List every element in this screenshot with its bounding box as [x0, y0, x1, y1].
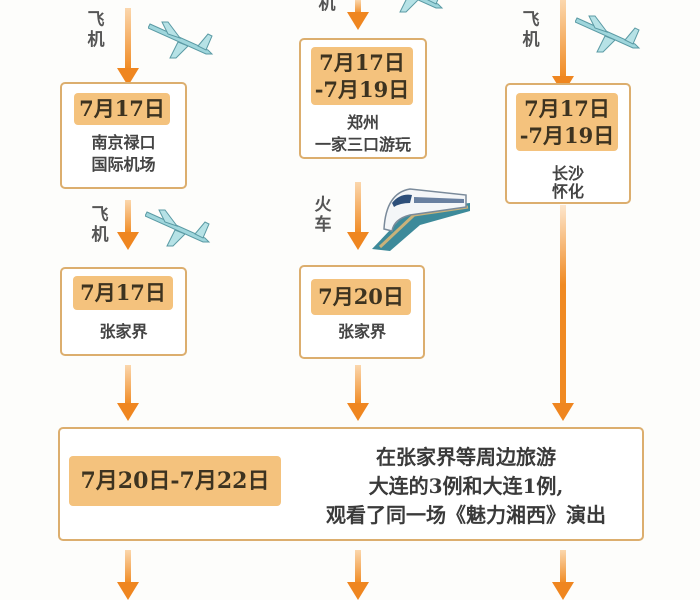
arrow-down-icon	[347, 582, 369, 600]
date-badge: 7月17日 -7月19日	[311, 47, 413, 105]
arrow-down-icon	[347, 403, 369, 421]
arrow-shaft	[355, 182, 361, 234]
stop-changsha-huaihua: 7月17日 -7月19日 长沙 怀化	[505, 83, 631, 204]
transport-label-plane: 飞机	[87, 10, 105, 50]
stop-nanjing-airport: 7月17日 南京禄口 国际机场	[60, 82, 187, 189]
location-line: 国际机场	[91, 155, 156, 174]
arrow-shaft	[125, 8, 131, 70]
transport-label-plane: 机	[318, 0, 336, 14]
arrow-down-icon	[347, 12, 369, 30]
location-line: 郑州	[346, 113, 379, 132]
airplane-icon	[575, 15, 640, 53]
date-badge: 7月17日	[73, 276, 173, 310]
date-start: 7月17日	[524, 96, 610, 121]
arrow-shaft	[355, 365, 361, 405]
location-line: 长沙	[551, 164, 584, 183]
location-line: 怀化	[551, 182, 584, 201]
summary-text: 在张家界等周边旅游 大连的3例和大连1例, 观看了同一场《魅力湘西》演出	[288, 443, 644, 530]
location-line: 张家界	[337, 322, 386, 341]
arrow-down-icon	[552, 582, 574, 600]
train-icon	[372, 188, 470, 251]
date-end: -7月19日	[314, 77, 410, 102]
transport-label-plane: 飞机	[522, 10, 540, 50]
arrow-shaft	[125, 365, 131, 405]
date-badge: 7月20日-7月22日	[69, 456, 281, 506]
transport-label-plane: 飞机	[91, 205, 109, 245]
arrow-down-icon	[347, 232, 369, 250]
arrow-shaft	[355, 550, 361, 584]
location-line: 张家界	[99, 322, 148, 341]
location-line: 南京禄口	[91, 133, 156, 152]
summary-line: 大连的3例和大连1例,	[368, 474, 564, 498]
transport-label-train: 火车	[314, 195, 332, 235]
arrow-shaft	[560, 205, 566, 405]
summary-box: 7月20日-7月22日 在张家界等周边旅游 大连的3例和大连1例, 观看了同一场…	[58, 427, 644, 541]
airplane-icon	[378, 0, 443, 13]
date-end: -7月19日	[519, 123, 615, 148]
arrow-down-icon	[117, 68, 139, 86]
arrow-shaft	[125, 550, 131, 584]
date-badge: 7月17日 -7月19日	[516, 93, 618, 151]
arrow-shaft	[125, 200, 131, 234]
stop-zhangjiajie: 7月20日 张家界	[299, 265, 425, 359]
airplane-icon	[148, 21, 213, 59]
arrow-down-icon	[117, 232, 139, 250]
arrow-down-icon	[117, 582, 139, 600]
summary-line: 在张家界等周边旅游	[376, 445, 556, 469]
stop-zhangjiajie: 7月17日 张家界	[60, 267, 187, 356]
date-start: 7月17日	[319, 50, 405, 75]
summary-line: 观看了同一场《魅力湘西》演出	[326, 503, 606, 527]
stop-zhengzhou: 7月17日 -7月19日 郑州 一家三口游玩	[299, 38, 427, 159]
location-line: 一家三口游玩	[314, 135, 411, 154]
arrow-shaft	[355, 0, 361, 14]
arrow-down-icon	[552, 403, 574, 421]
airplane-icon	[145, 209, 210, 247]
arrow-shaft	[560, 550, 566, 584]
arrow-shaft	[560, 0, 566, 78]
arrow-down-icon	[117, 403, 139, 421]
date-badge: 7月20日	[311, 279, 411, 315]
date-badge: 7月17日	[74, 93, 170, 125]
